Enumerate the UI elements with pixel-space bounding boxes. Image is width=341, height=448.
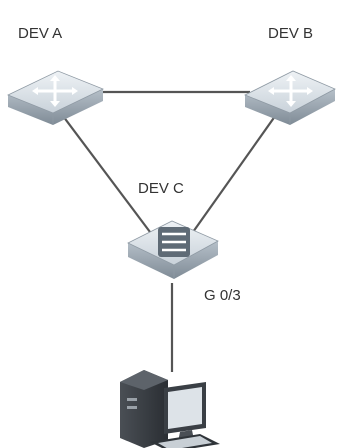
- dev-c-label: DEV C: [138, 180, 184, 197]
- switch-icon: [127, 220, 219, 279]
- pc-icon: [120, 370, 220, 448]
- links: [59, 90, 279, 372]
- router-icon: [244, 70, 336, 125]
- link-dev-a-dev-c: [59, 111, 151, 233]
- dev-b-label: DEV B: [268, 25, 313, 42]
- dev-a-label: DEV A: [18, 25, 62, 42]
- router-icon: [7, 70, 104, 125]
- port-label: G 0/3: [204, 287, 241, 304]
- link-dev-b-dev-c: [192, 111, 279, 233]
